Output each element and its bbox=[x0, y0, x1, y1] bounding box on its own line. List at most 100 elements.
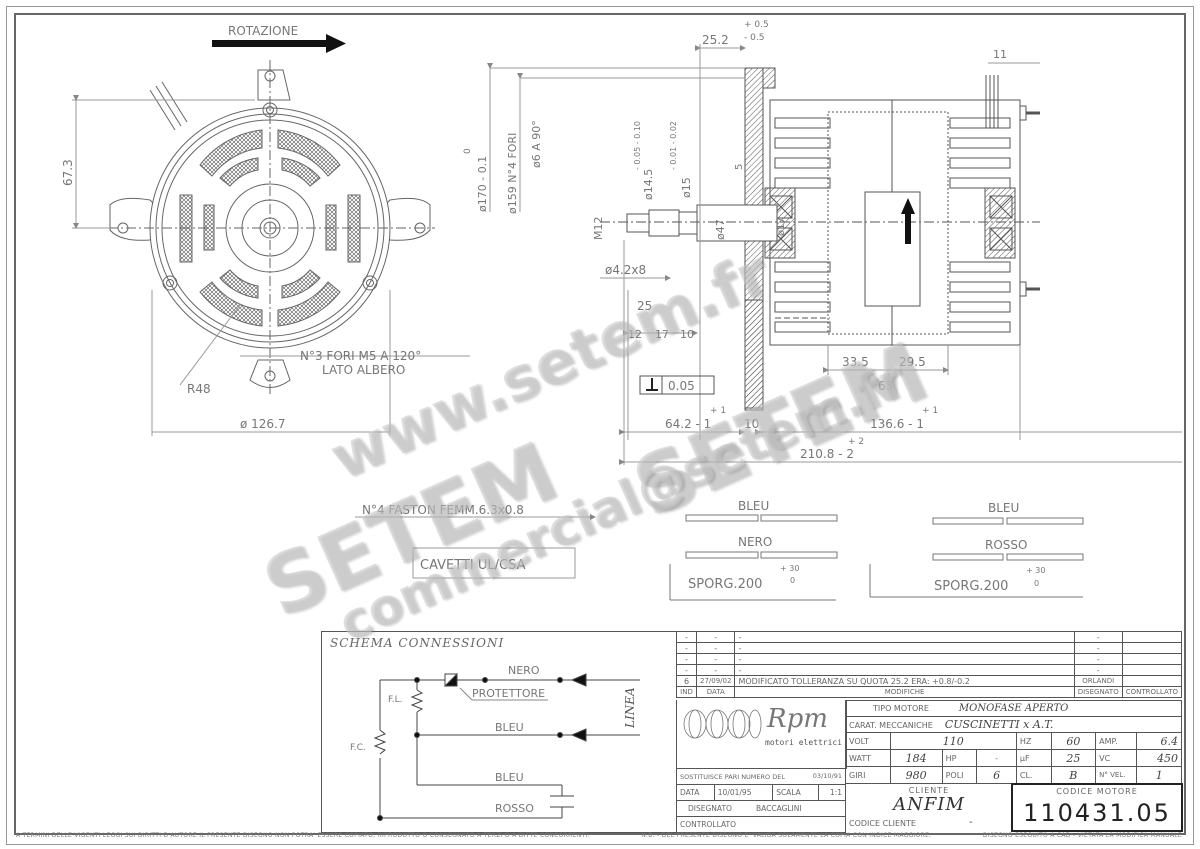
giri-label: GIRI bbox=[845, 766, 891, 784]
watt-label: WATT bbox=[845, 749, 891, 767]
rev-con bbox=[1121, 631, 1183, 643]
sheet-outer-border bbox=[6, 6, 1194, 845]
dim-17b: 17 bbox=[655, 328, 669, 341]
logo-subtitle: motori elettrici bbox=[765, 738, 843, 747]
dim-63: 63 bbox=[878, 379, 893, 393]
disegnato-value: BACCAGLINI bbox=[755, 804, 802, 813]
cable-left-sporg: SPORG.200 bbox=[688, 577, 762, 592]
dim-17: ø17 bbox=[776, 217, 787, 236]
rev-ind: - bbox=[676, 631, 697, 643]
rev-data: - bbox=[695, 642, 736, 654]
cable-right-tol-zero: 0 bbox=[1034, 579, 1039, 588]
dim-64-2: 64.2 - 1 bbox=[665, 417, 711, 431]
cable-right-sporg: SPORG.200 bbox=[934, 579, 1008, 594]
sheet-inner-border bbox=[14, 13, 1186, 835]
dim-height: 67.3 bbox=[61, 159, 75, 186]
dim-136-6: 136.6 - 1 bbox=[870, 417, 924, 431]
dim-radius: R48 bbox=[187, 382, 211, 396]
dim-10b: 10 bbox=[744, 417, 759, 431]
tipo-motore-value: MONOFASE APERTO bbox=[958, 703, 1069, 714]
rev-dis: - bbox=[1073, 653, 1123, 665]
client-block: CLIENTE ANFIM CODICE CLIENTE - bbox=[845, 785, 1013, 831]
dim-15-tol: - 0.01 - 0.02 bbox=[669, 121, 678, 170]
rev-header-dis: DISEGNATO bbox=[1073, 686, 1123, 698]
rev-mod: - bbox=[734, 664, 1075, 676]
rev-con bbox=[1121, 664, 1183, 676]
dim-15: ø15 bbox=[680, 177, 693, 198]
schema-label-bleu-1: BLEU bbox=[495, 721, 524, 734]
hz-value: 60 bbox=[1050, 732, 1097, 750]
rev-con bbox=[1121, 653, 1183, 665]
dim-25-2-tol-minus: - 0.5 bbox=[744, 33, 764, 43]
cable-left-top-label: BLEU bbox=[738, 499, 769, 513]
cables-right bbox=[869, 517, 1084, 598]
poli-label: POLI bbox=[941, 766, 978, 784]
hp-value: - bbox=[976, 749, 1017, 767]
dim-12: 12 bbox=[628, 328, 642, 341]
dim-64-2-tol: + 1 bbox=[710, 406, 726, 416]
rev-ind: - bbox=[676, 642, 697, 654]
cables-left bbox=[669, 514, 838, 601]
volt-label: VOLT bbox=[845, 732, 891, 750]
footer-copyright: A TERMINI DELLE VIGENTI LEGGI SUI DIRITT… bbox=[16, 832, 590, 839]
dim-11: 11 bbox=[993, 48, 1007, 61]
rev-mod: - bbox=[734, 642, 1075, 654]
cliente-label: CLIENTE bbox=[908, 786, 950, 795]
rev-con bbox=[1121, 675, 1183, 687]
dim-33-5: 33.5 bbox=[842, 355, 869, 369]
controllato-label: CONTROLLATO bbox=[676, 816, 846, 833]
rev-dis: - bbox=[1073, 664, 1123, 676]
company-logo: Rpm motori elettrici bbox=[676, 700, 847, 769]
dim-170: ø170 - 0.1 bbox=[476, 156, 489, 212]
revision-row: ---- bbox=[676, 631, 1183, 643]
rev-mod: - bbox=[734, 653, 1075, 665]
motor-side-view bbox=[487, 44, 1182, 465]
faston-note: N°4 FASTON FEMM.6.3x0.8 bbox=[362, 503, 524, 517]
scala-label: SCALA bbox=[772, 784, 819, 801]
rev-header-ind: IND bbox=[676, 686, 697, 698]
holes-note-line2: LATO ALBERO bbox=[322, 363, 405, 377]
schema-label-linea: LINEA bbox=[623, 687, 637, 729]
rev-header-mod: MODIFICHE bbox=[734, 686, 1075, 698]
cl-value: B bbox=[1050, 766, 1097, 784]
dim-m12: M12 bbox=[592, 217, 605, 241]
watt-value: 184 bbox=[889, 749, 943, 767]
scala-value: 1:1 bbox=[817, 784, 847, 801]
cl-label: CL. bbox=[1015, 766, 1052, 784]
revision-row: ---- bbox=[676, 642, 1183, 654]
cable-right-top-label: BLEU bbox=[988, 501, 1019, 515]
data-value: 10/01/95 bbox=[713, 784, 774, 801]
dim-159-sub: ø6 A 90° bbox=[530, 120, 543, 168]
poli-value: 6 bbox=[976, 766, 1017, 784]
logo-brand: Rpm bbox=[767, 704, 828, 734]
cable-left-bottom-label: NERO bbox=[738, 535, 772, 549]
rev-ind: - bbox=[676, 653, 697, 665]
cable-note: CAVETTI UL/CSA bbox=[420, 558, 526, 573]
dim-25: 25 bbox=[637, 299, 652, 313]
rotation-label: ROTAZIONE bbox=[228, 24, 298, 38]
motor-code-block: CODICE MOTORE 110431.05 bbox=[1011, 783, 1183, 832]
dim-210-8: 210.8 - 2 bbox=[800, 447, 854, 461]
codice-motore-label: CODICE MOTORE bbox=[1056, 787, 1138, 796]
schema-connessioni-panel: SCHEMA CONNESSIONI bbox=[321, 631, 677, 833]
cable-left-tol-zero: 0 bbox=[790, 576, 795, 585]
dim-14-5: ø14.5 bbox=[642, 169, 655, 200]
holes-note-line1: N°3 FORI M5 A 120° bbox=[300, 349, 421, 363]
wiring-schematic bbox=[373, 672, 640, 821]
schema-label-rosso: ROSSO bbox=[495, 802, 534, 815]
cable-left-tol-plus: + 30 bbox=[780, 564, 799, 573]
dim-diameter: ø 126.7 bbox=[240, 417, 286, 431]
schema-label-bleu-2: BLEU bbox=[495, 771, 524, 784]
legal-footer: A TERMINI DELLE VIGENTI LEGGI SUI DIRITT… bbox=[16, 832, 1182, 839]
cable-right-bottom-label: ROSSO bbox=[985, 538, 1027, 552]
rev-dis: - bbox=[1073, 642, 1123, 654]
giri-value: 980 bbox=[889, 766, 943, 784]
rev-con bbox=[1121, 642, 1183, 654]
amp-label: AMP. bbox=[1095, 732, 1138, 750]
rev-mod: MODIFICATO TOLLERANZA SU QUOTA 25.2 ERA:… bbox=[734, 675, 1075, 687]
rotor-arrow-icon bbox=[901, 198, 915, 244]
